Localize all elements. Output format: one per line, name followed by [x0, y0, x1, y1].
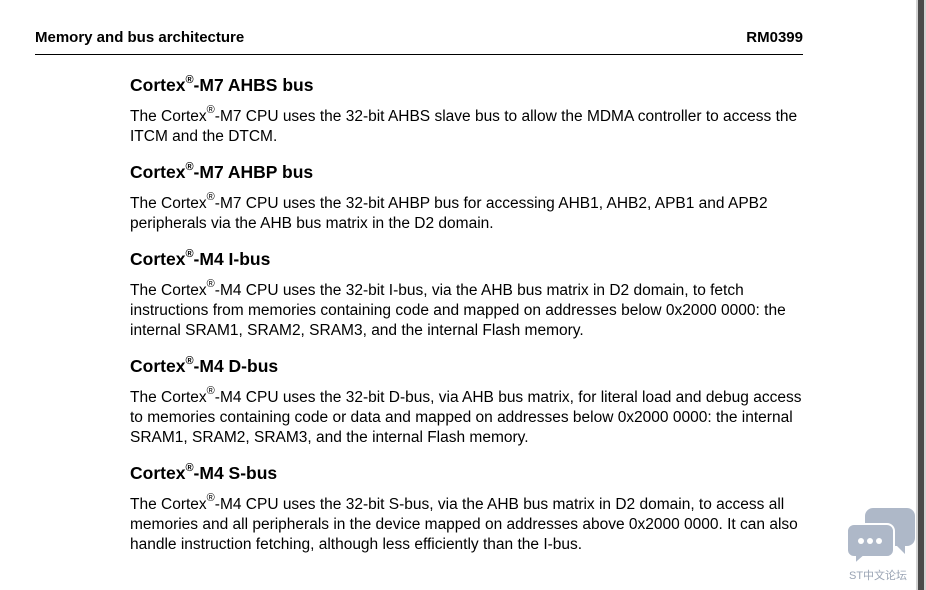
scrollbar-thumb[interactable] — [918, 0, 924, 590]
section-m7-ahbs: Cortex®-M7 AHBS bus The Cortex®-M7 CPU u… — [130, 74, 810, 147]
heading-m4-sbus: Cortex®-M4 S-bus — [130, 462, 278, 484]
document-body: Cortex®-M7 AHBS bus The Cortex®-M7 CPU u… — [130, 74, 810, 569]
section-title: Memory and bus architecture — [35, 29, 245, 46]
section-m4-sbus: Cortex®-M4 S-bus The Cortex®-M4 CPU uses… — [130, 462, 810, 555]
paragraph-m7-ahbs: The Cortex®-M7 CPU uses the 32-bit AHBS … — [130, 104, 798, 146]
page-header: Memory and bus architecture RM0399 — [35, 27, 803, 55]
forum-label[interactable]: ST中文论坛 — [849, 570, 908, 582]
heading-m4-dbus: Cortex®-M4 D-bus — [130, 355, 279, 377]
forum-chat-widget[interactable]: ST中文论坛 — [845, 506, 920, 586]
document-id: RM0399 — [746, 29, 803, 46]
chat-bubbles-icon — [846, 508, 915, 567]
paragraph-m4-ibus: The Cortex®-M4 CPU uses the 32-bit I-bus… — [130, 278, 786, 340]
heading-m4-ibus: Cortex®-M4 I-bus — [130, 248, 271, 270]
section-m4-dbus: Cortex®-M4 D-bus The Cortex®-M4 CPU uses… — [130, 355, 810, 448]
heading-m7-ahbs: Cortex®-M7 AHBS bus — [130, 74, 314, 96]
paragraph-m4-sbus: The Cortex®-M4 CPU uses the 32-bit S-bus… — [130, 492, 798, 554]
heading-m7-ahbp: Cortex®-M7 AHBP bus — [130, 161, 314, 183]
section-m4-ibus: Cortex®-M4 I-bus The Cortex®-M4 CPU uses… — [130, 248, 810, 341]
section-m7-ahbp: Cortex®-M7 AHBP bus The Cortex®-M7 CPU u… — [130, 161, 810, 234]
paragraph-m4-dbus: The Cortex®-M4 CPU uses the 32-bit D-bus… — [130, 385, 802, 447]
vertical-scrollbar[interactable] — [916, 0, 926, 590]
paragraph-m7-ahbp: The Cortex®-M7 CPU uses the 32-bit AHBP … — [130, 191, 768, 233]
